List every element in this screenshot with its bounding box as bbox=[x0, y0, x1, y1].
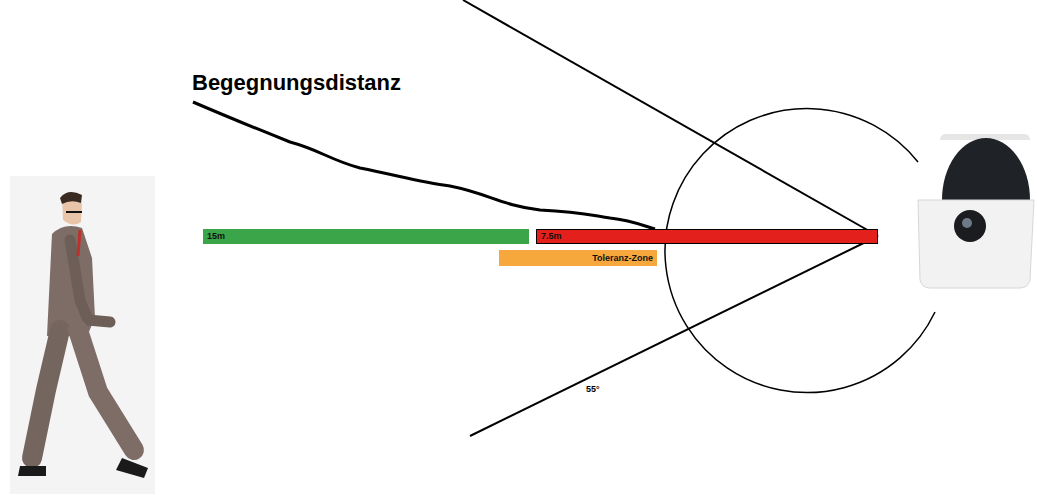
tolerance-bar: Toleranz-Zone bbox=[499, 250, 657, 266]
glasses bbox=[66, 211, 82, 213]
camera-housing bbox=[918, 200, 1034, 288]
dome-camera bbox=[918, 134, 1034, 288]
back-leg bbox=[32, 330, 60, 458]
distance-bar: 7.5m bbox=[536, 229, 878, 244]
lens-glint bbox=[962, 218, 972, 228]
tie bbox=[78, 230, 80, 256]
leader-curve bbox=[193, 102, 655, 229]
shoe bbox=[18, 466, 46, 476]
bar-label: Toleranz-Zone bbox=[592, 254, 653, 263]
camera-dome bbox=[942, 138, 1030, 200]
view-line bbox=[463, 0, 878, 236]
angle-label: 55° bbox=[586, 384, 600, 394]
diagram-title: Begegnungsdistanz bbox=[192, 70, 401, 96]
photo-ground bbox=[10, 176, 155, 494]
arm bbox=[70, 240, 110, 322]
range-circle bbox=[665, 109, 935, 393]
view-line bbox=[470, 236, 878, 436]
bar-label: 15m bbox=[207, 232, 225, 241]
front-leg bbox=[78, 330, 134, 450]
distance-bar: 15m bbox=[203, 229, 529, 244]
walking-person bbox=[10, 176, 155, 494]
bar-label: 7.5m bbox=[541, 232, 562, 241]
hair bbox=[60, 192, 82, 204]
shoe bbox=[116, 458, 148, 478]
camera-lens bbox=[954, 210, 986, 242]
